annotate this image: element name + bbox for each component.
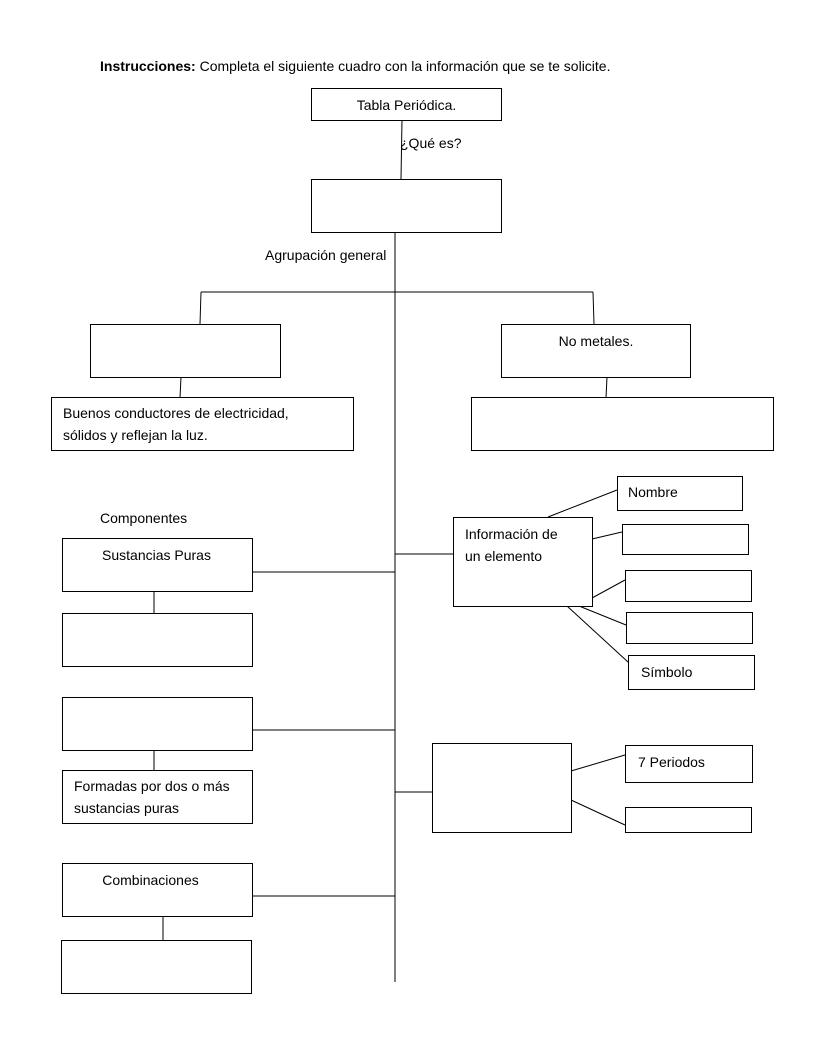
instructions-label: Instrucciones: <box>100 58 196 74</box>
combinaciones-label: Combinaciones <box>102 872 199 888</box>
grupos-answer-box[interactable] <box>625 807 752 833</box>
sustancias-puras-label: Sustancias Puras <box>102 547 211 563</box>
instructions: Instrucciones: Completa el siguiente cua… <box>100 58 611 74</box>
nombre-label: Nombre <box>628 484 678 500</box>
que-es-label: ¿Qué es? <box>400 135 462 151</box>
metales-description-box: Buenos conductores de electricidad, sóli… <box>51 397 354 451</box>
mezclas-box[interactable] <box>62 697 253 751</box>
tabla-periodica-label: Tabla Periódica. <box>356 97 457 113</box>
informacion-elemento-line1: Información de <box>465 526 558 542</box>
no-metales-description-box[interactable] <box>471 397 774 451</box>
metales-description-line2: sólidos y reflejan la luz. <box>63 427 208 443</box>
tabla-periodica-box: Tabla Periódica. <box>311 88 502 121</box>
element-info-answer-box-3[interactable] <box>626 612 753 644</box>
combinaciones-box: Combinaciones <box>62 863 253 917</box>
periodos-box: 7 Periodos <box>625 745 753 783</box>
periodos-label: 7 Periodos <box>638 754 705 770</box>
nombre-box: Nombre <box>617 476 743 511</box>
metales-box[interactable] <box>90 324 281 378</box>
informacion-elemento-box: Información de un elemento <box>453 517 593 607</box>
componentes-label: Componentes <box>100 510 188 526</box>
no-metales-box: No metales. <box>501 324 691 378</box>
instructions-text: Completa el siguiente cuadro con la info… <box>195 58 611 74</box>
simbolo-label: Símbolo <box>641 664 693 680</box>
mezclas-description-line1: Formadas por dos o más <box>74 778 230 794</box>
element-info-answer-box-2[interactable] <box>625 570 752 602</box>
sustancias-puras-description-box[interactable] <box>62 613 253 667</box>
mezclas-description-box: Formadas por dos o más sustancias puras <box>62 770 253 824</box>
no-metales-label: No metales. <box>558 333 634 349</box>
mezclas-description-line2: sustancias puras <box>74 800 180 816</box>
agrupacion-general-label: Agrupación general <box>265 247 387 263</box>
metales-description-line1: Buenos conductores de electricidad, <box>63 405 289 421</box>
definition-answer-box[interactable] <box>311 179 502 233</box>
informacion-elemento-line2: un elemento <box>465 548 543 564</box>
estructura-box[interactable] <box>432 743 572 833</box>
combinaciones-description-box[interactable] <box>61 940 252 994</box>
simbolo-box: Símbolo <box>628 655 755 690</box>
element-info-answer-box-1[interactable] <box>622 524 749 555</box>
sustancias-puras-box: Sustancias Puras <box>62 538 253 592</box>
